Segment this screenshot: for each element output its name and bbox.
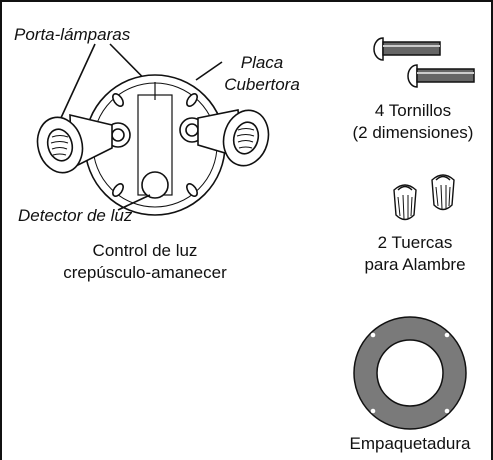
label-lampholders: Porta-lámparas [14, 25, 131, 44]
screws-caption-line2: (2 dimensiones) [352, 123, 474, 142]
fixture-caption: Control de luz crepúsculo-amanecer [30, 240, 260, 284]
leader-plate [195, 61, 223, 81]
label-light-sensor: Detector de luz [18, 206, 133, 225]
lampholder-left-socket [46, 128, 74, 162]
gasket-bolt-hole [370, 408, 376, 414]
gasket-caption: Empaquetadura [349, 434, 471, 453]
mount-slot [186, 183, 198, 197]
label-cover-plate-line1: Placa [240, 53, 284, 72]
gasket-hole [376, 339, 444, 407]
fixture-drawing [36, 43, 270, 216]
screw-shank [382, 41, 441, 56]
wire-nut [431, 174, 455, 211]
light-sensor [141, 171, 169, 199]
wire-nuts-caption: 2 Tuercas para Alambre [345, 232, 485, 276]
screws-drawing [373, 37, 475, 88]
wire-nut [393, 184, 417, 221]
mount-slot [112, 183, 124, 197]
fixture-caption-line1: Control de luz [92, 241, 198, 260]
wire-nuts-caption-line2: para Alambre [364, 255, 466, 274]
mount-slot [186, 93, 198, 107]
wire-nuts-caption-line1: 2 Tuercas [377, 233, 453, 252]
gasket-bolt-hole [444, 332, 450, 338]
screw-shank [416, 68, 475, 83]
wire-nuts-drawing [393, 174, 455, 221]
gasket-drawing [353, 316, 467, 430]
label-cover-plate: Placa Cubertora [222, 52, 302, 96]
gasket-bolt-hole [444, 408, 450, 414]
screw-head [373, 37, 384, 61]
leader-sensor [117, 194, 151, 211]
lampholder-right-socket [232, 121, 260, 155]
leader-holder-left [59, 43, 96, 121]
screw-head [407, 64, 418, 88]
fixture-caption-line2: crepúsculo-amanecer [63, 263, 227, 282]
screws-caption-line1: 4 Tornillos [374, 101, 452, 120]
gasket-bolt-hole [370, 332, 376, 338]
mount-slot [112, 93, 124, 107]
screws-caption: 4 Tornillos (2 dimensiones) [338, 100, 488, 144]
label-cover-plate-line2: Cubertora [224, 75, 300, 94]
